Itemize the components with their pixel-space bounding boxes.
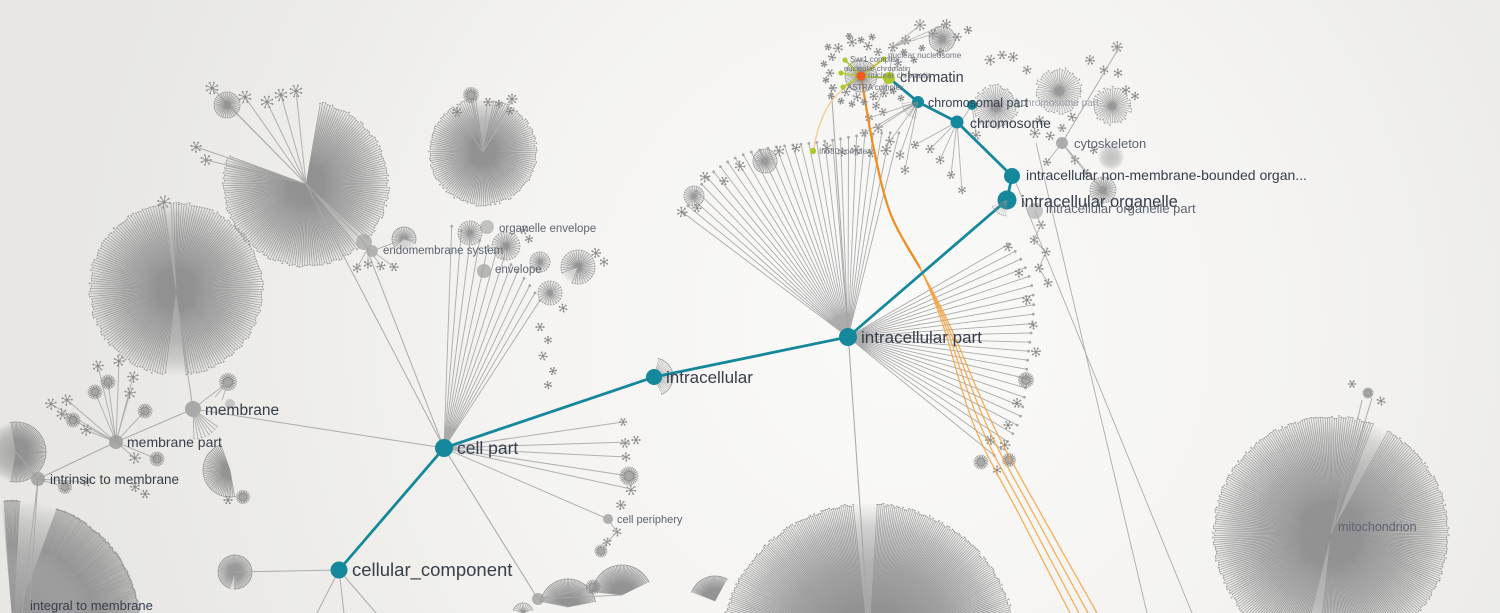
svg-text:Swr1 complex: Swr1 complex [850, 55, 899, 64]
svg-text:membrane part: membrane part [127, 434, 222, 450]
svg-text:cellular_component: cellular_component [352, 559, 512, 581]
svg-text:cell periphery: cell periphery [617, 514, 683, 526]
svg-text:envelope: envelope [495, 264, 542, 276]
svg-text:intracellular organelle part: intracellular organelle part [1046, 201, 1196, 216]
svg-text:chromosome: chromosome [970, 115, 1051, 131]
svg-text:intracellular: intracellular [666, 368, 753, 387]
svg-text:nuclear chromatin: nuclear chromatin [868, 71, 932, 80]
svg-text:endomembrane system: endomembrane system [383, 245, 503, 257]
svg-text:chromatin: chromatin [900, 70, 964, 86]
svg-text:intracellular organelle: intracellular organelle [1021, 193, 1178, 211]
svg-text:chromosome part: chromosome part [1021, 98, 1099, 109]
svg-text:cytoskeleton: cytoskeleton [1074, 136, 1146, 151]
svg-text:organelle envelope: organelle envelope [499, 223, 596, 235]
svg-text:cell part: cell part [457, 438, 518, 458]
svg-text:nuclear nucleosome: nuclear nucleosome [888, 51, 962, 60]
svg-text:intracellular non-membrane-bou: intracellular non-membrane-bounded organ… [1026, 167, 1307, 183]
svg-text:intracellular part: intracellular part [861, 328, 982, 347]
svg-text:Ino80 complex: Ino80 complex [819, 147, 871, 156]
svg-text:intrinsic to membrane: intrinsic to membrane [50, 472, 179, 487]
svg-text:integral to membrane: integral to membrane [30, 598, 153, 613]
svg-text:chromosomal part: chromosomal part [928, 96, 1029, 110]
svg-text:mitochondrion: mitochondrion [1338, 520, 1417, 534]
svg-text:membrane: membrane [205, 402, 279, 419]
svg-text:ASTRA complex: ASTRA complex [847, 83, 904, 92]
svg-text:nucleolar chromatin: nucleolar chromatin [844, 64, 910, 73]
